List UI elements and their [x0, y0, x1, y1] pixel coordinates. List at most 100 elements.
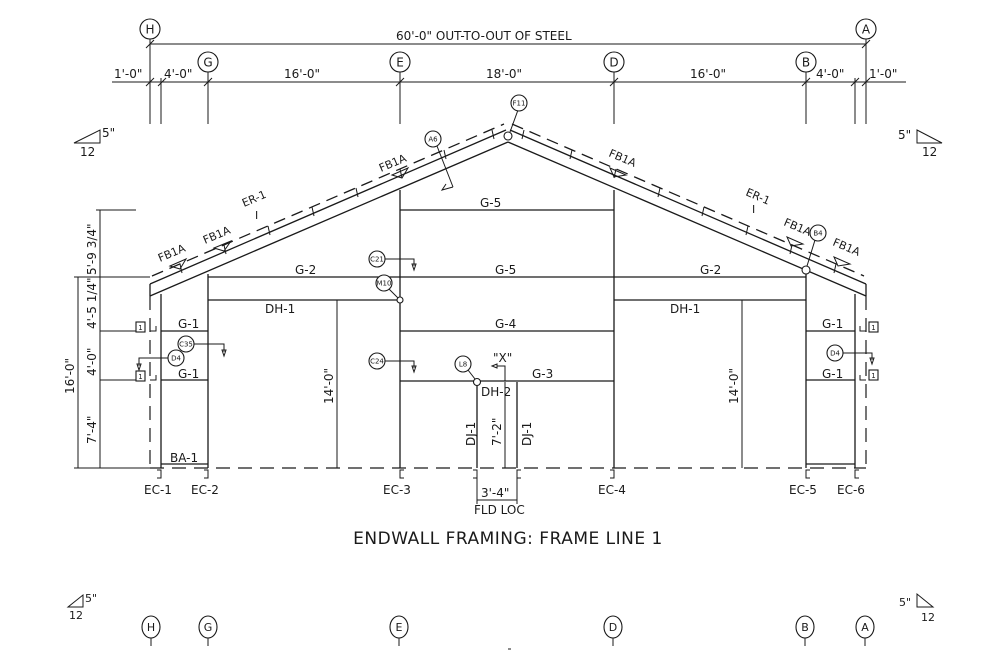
- girt-label-g5-top: G-5: [480, 196, 501, 210]
- height-seg-1: 7'-4": [85, 416, 99, 444]
- svg-text:B: B: [802, 56, 810, 70]
- purlin-ticks-right: [521, 129, 837, 274]
- column-label-ec4: EC-4: [598, 483, 626, 497]
- svg-text:5": 5": [899, 596, 911, 609]
- column-label-ec6: EC-6: [837, 483, 865, 497]
- svg-text:FB1A: FB1A: [782, 216, 814, 239]
- height-seg-3: 4'-5 1/4": [85, 277, 99, 329]
- bay-dim-5: 16'-0": [690, 67, 726, 81]
- svg-text:1: 1: [871, 372, 875, 380]
- door-header-label-right: DH-1: [670, 302, 700, 316]
- svg-text:5": 5": [102, 126, 115, 140]
- rafter-label-left: ER-1 I: [240, 188, 268, 222]
- girt-label-g5: G-5: [495, 263, 516, 277]
- girt-label-g1-right-lower: G-1: [822, 367, 843, 381]
- column-label-ec3: EC-3: [383, 483, 411, 497]
- roof-slope-symbol-right-bottom: 5" 12: [899, 592, 935, 624]
- door-x-marker: "X": [490, 351, 512, 381]
- bay-dim-3: 16'-0": [284, 67, 320, 81]
- girt-label-g1-left-lower: G-1: [178, 367, 199, 381]
- base-angle-label: BA-1: [170, 451, 198, 465]
- svg-text:I: I: [255, 209, 258, 222]
- column-label-ec1: EC-1: [144, 483, 172, 497]
- height-seg-4: 5'-9 3/4": [85, 223, 99, 275]
- tag-box-left-lower: 1: [100, 370, 146, 382]
- callout-c21: C21: [368, 250, 417, 272]
- svg-text:FB1A: FB1A: [156, 242, 188, 265]
- svg-text:C24: C24: [370, 358, 384, 366]
- door-opening: [472, 377, 518, 468]
- left-vertical-dimensions: 16'-0" 7'-4" 4'-0" 4'-5 1/4" 5'-9 3/4": [63, 209, 150, 469]
- callout-b4: B4: [801, 224, 827, 275]
- tag-box-left-upper: 1: [100, 321, 146, 333]
- svg-text:14'-0": 14'-0": [727, 368, 741, 404]
- overall-height-dim: 16'-0": [63, 358, 77, 394]
- flange-brace-label-3: FB1A: [377, 152, 410, 179]
- svg-text:C21: C21: [370, 256, 384, 264]
- svg-text:E: E: [396, 56, 404, 70]
- header-height-dim-left: 14'-0": [322, 300, 338, 468]
- svg-text:12: 12: [80, 145, 95, 159]
- drawing-title: ENDWALL FRAMING: FRAME LINE 1: [353, 529, 663, 549]
- grid-bubble-a-bottom: A: [855, 615, 875, 646]
- svg-text:D: D: [609, 56, 618, 70]
- grid-bubble-h-top: H: [139, 18, 161, 40]
- svg-text:D: D: [609, 621, 617, 634]
- svg-text:5": 5": [898, 128, 911, 142]
- grid-bubble-e-top: E: [389, 51, 411, 73]
- svg-text:B4: B4: [813, 230, 823, 238]
- girt-label-g1-left-upper: G-1: [178, 317, 199, 331]
- door-width-dim: 3'-4" FLD LOC: [474, 472, 525, 517]
- grid-bubble-d-bottom: D: [603, 615, 623, 646]
- svg-text:M10: M10: [377, 280, 392, 288]
- bay-dim-6: 4'-0": [816, 67, 844, 81]
- rafter-label-right: ER-1 I: [744, 186, 772, 216]
- svg-text:1: 1: [138, 324, 142, 332]
- grid-extension-lines: [149, 38, 867, 124]
- svg-text:D4: D4: [171, 355, 181, 363]
- svg-text:ER-1: ER-1: [240, 188, 268, 210]
- purlin-ticks-left: [179, 129, 495, 274]
- svg-text:B: B: [801, 621, 809, 634]
- roof-slope-symbol-right-top: 5" 12: [898, 128, 943, 159]
- girts: [161, 209, 855, 465]
- svg-text:"X": "X": [493, 351, 512, 365]
- flange-brace-label-6: FB1A: [831, 236, 863, 267]
- flange-brace-label-1: FB1A: [156, 242, 188, 270]
- svg-text:12: 12: [922, 145, 937, 159]
- flange-brace-label-5: FB1A: [782, 216, 814, 247]
- door-jamb-right-label: DJ-1: [520, 422, 534, 446]
- svg-text:D4: D4: [830, 350, 840, 358]
- svg-text:L8: L8: [459, 361, 467, 369]
- girt-label-g2-right: G-2: [700, 263, 721, 277]
- flange-brace-label-2: FB1A: [201, 224, 233, 252]
- svg-text:FB1A: FB1A: [607, 147, 639, 170]
- door-header-2-label: DH-2: [481, 385, 511, 399]
- svg-text:F11: F11: [513, 100, 526, 108]
- overall-dimension-label: 60'-0" OUT-TO-OUT OF STEEL: [396, 29, 572, 43]
- svg-text:FB1A: FB1A: [377, 152, 409, 175]
- callout-d4-right: D4: [826, 344, 875, 366]
- svg-text:5": 5": [85, 592, 97, 605]
- svg-text:FB1A: FB1A: [831, 236, 863, 259]
- girt-label-g3: G-3: [532, 367, 553, 381]
- svg-text:A: A: [862, 23, 871, 37]
- callout-m10: M10: [375, 274, 404, 304]
- grid-bubble-b-top: B: [795, 51, 817, 73]
- grid-bubble-h-bottom: H: [141, 615, 161, 646]
- girt-clips: [150, 326, 866, 381]
- bay-dimensions: 1'-0" 4'-0" 16'-0" 18'-0" 16'-0" 4'-0" 1…: [112, 67, 906, 87]
- svg-text:C35: C35: [179, 341, 193, 349]
- svg-text:12: 12: [69, 609, 83, 622]
- callout-c24: C24: [368, 352, 417, 374]
- bay-dim-7: 1'-0": [869, 67, 897, 81]
- bay-dim-4: 18'-0": [486, 67, 522, 81]
- svg-text:ER-1: ER-1: [744, 186, 772, 208]
- svg-text:G: G: [204, 621, 213, 634]
- grid-bubble-b-bottom: B: [795, 615, 815, 646]
- callout-a6: A6: [424, 130, 454, 191]
- wall-outline-dashed: [149, 296, 867, 468]
- column-label-ec5: EC-5: [789, 483, 817, 497]
- callout-c35: C35: [177, 335, 227, 358]
